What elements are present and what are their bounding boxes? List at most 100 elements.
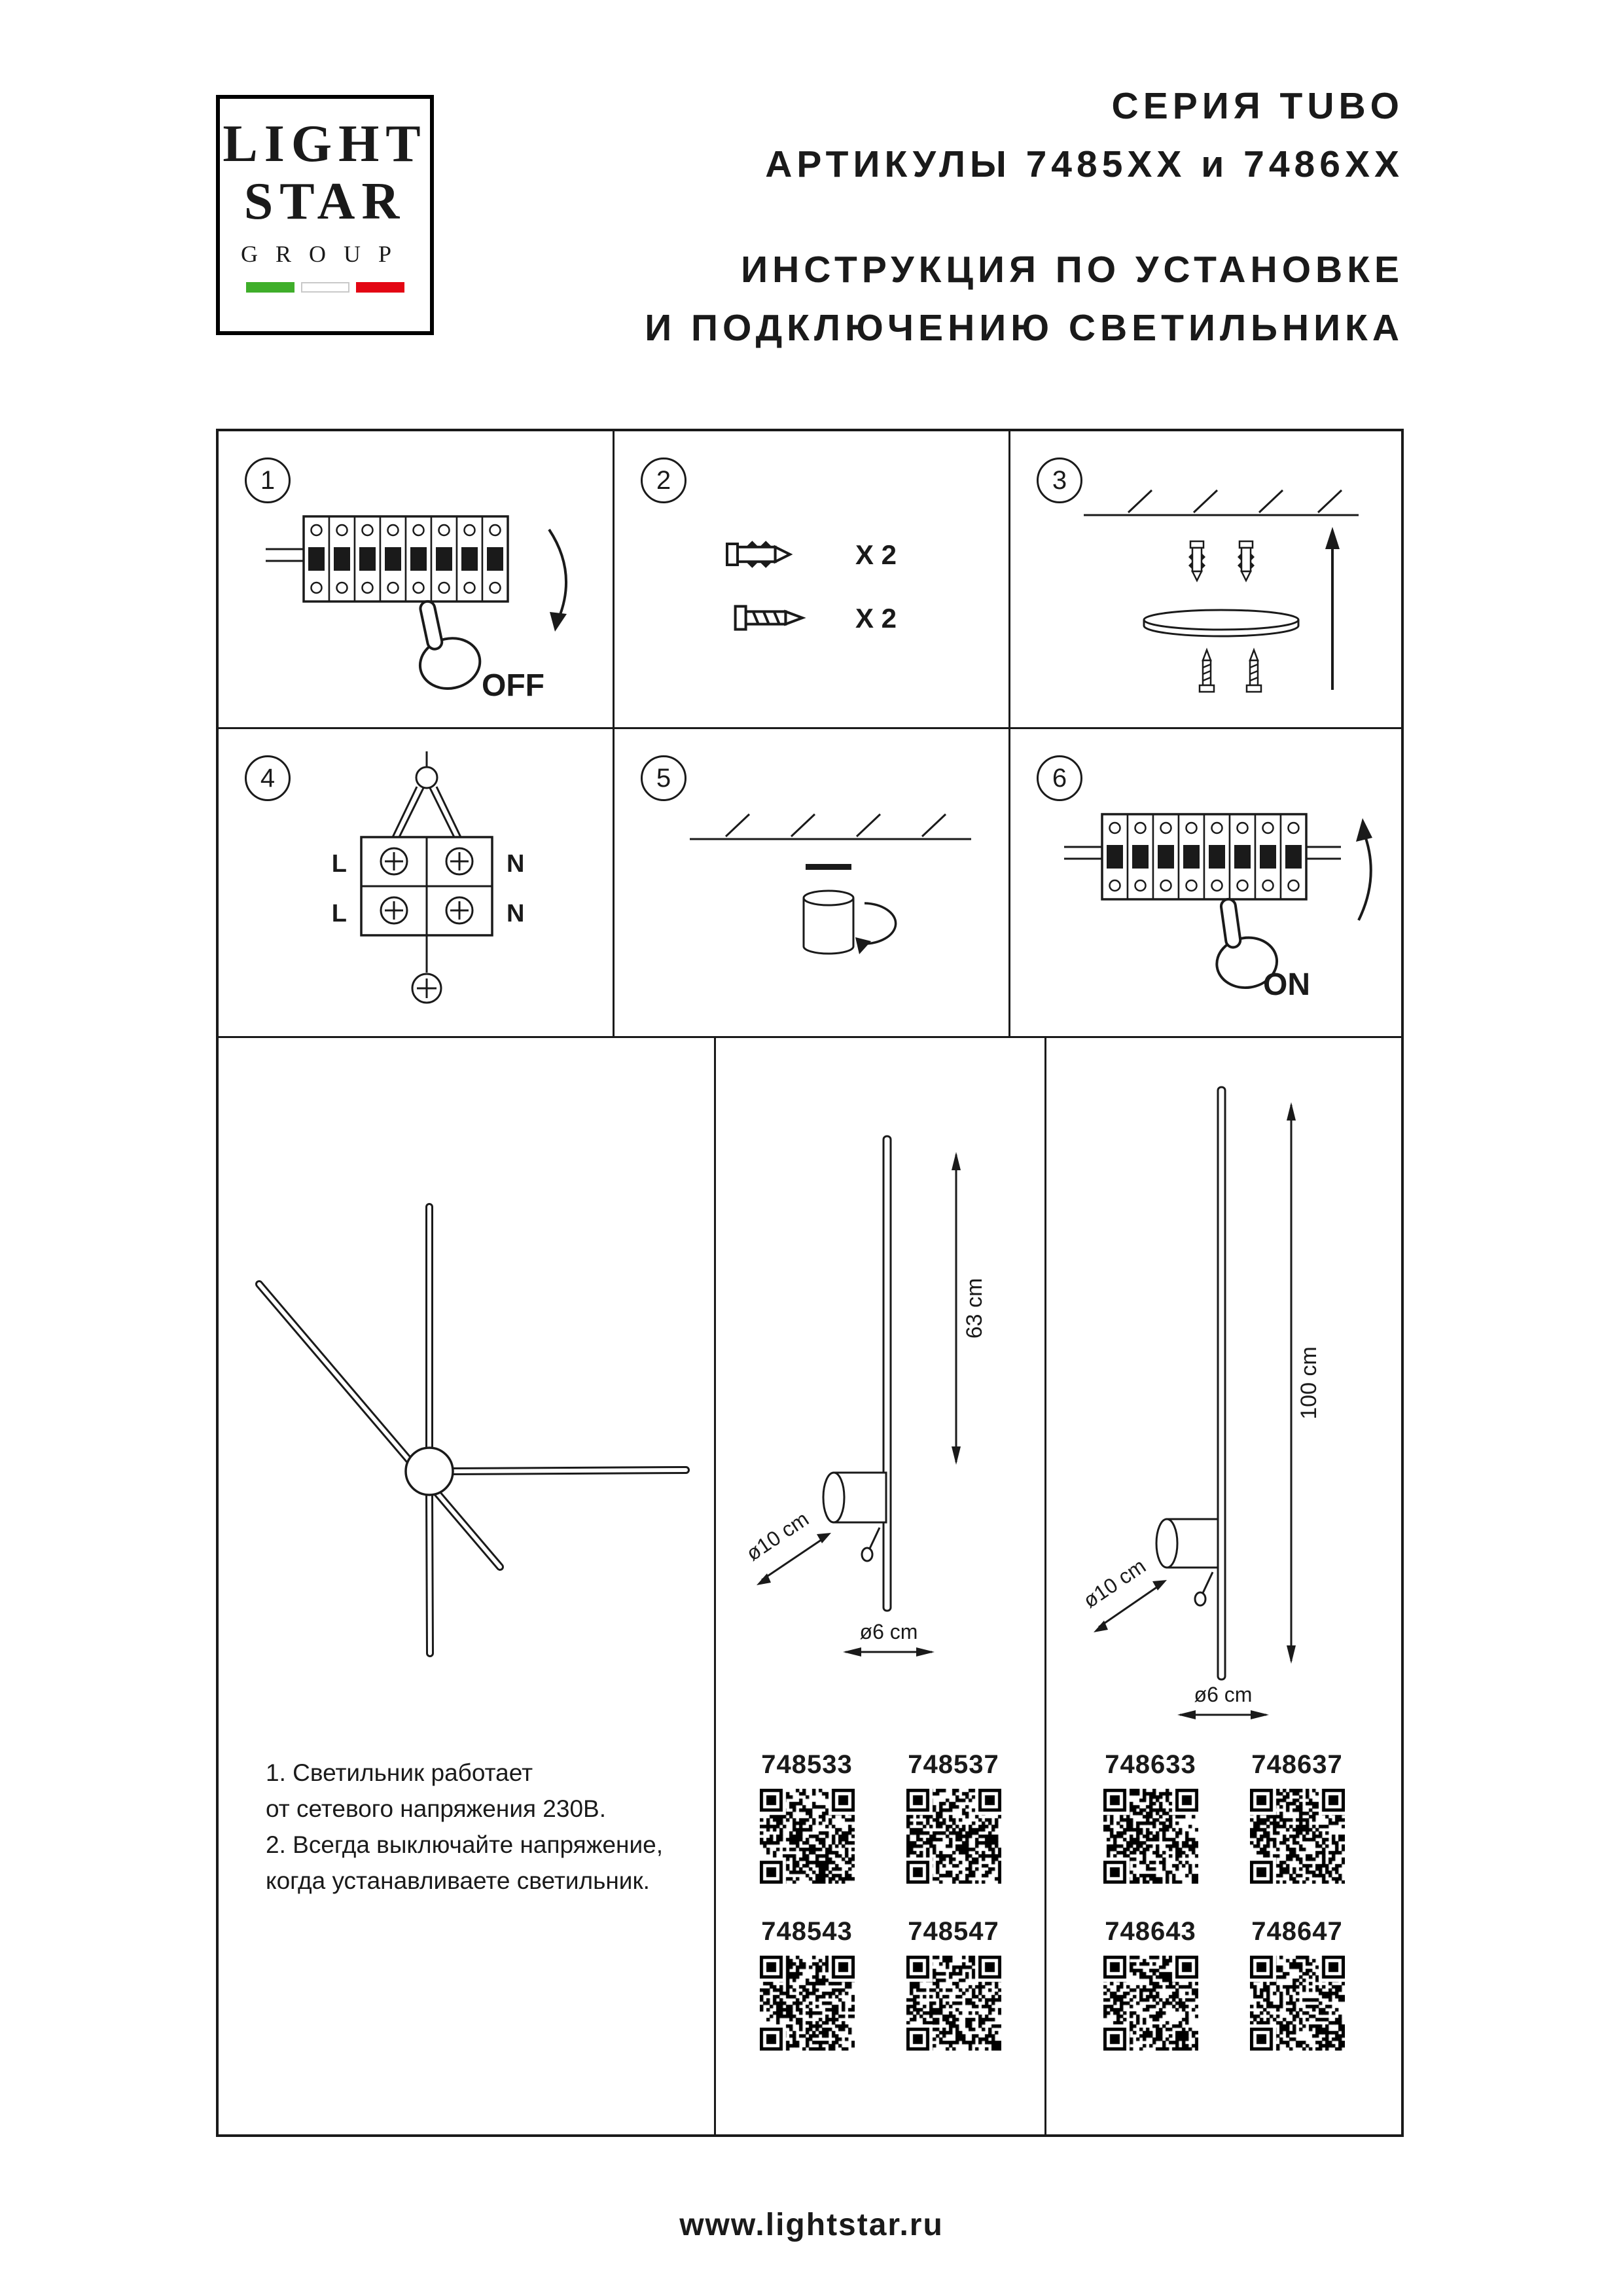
width-label: ø6 cm xyxy=(1194,1683,1253,1706)
article-number: 748633 xyxy=(1105,1750,1196,1779)
step-2-cell: 2 X 2 X 2 xyxy=(615,431,1010,729)
product-100-drawing: 100 cm ø10 cm ø6 cm xyxy=(1079,1086,1321,1719)
article-item: 748633 xyxy=(1088,1750,1213,1887)
logo-word-star: STAR xyxy=(243,173,406,230)
note-line-2: от сетевого напряжения 230В. xyxy=(266,1795,606,1822)
wall-mount-cylinder xyxy=(1155,1518,1219,1607)
wires xyxy=(266,548,304,562)
article-item: 748547 xyxy=(891,1917,1016,2054)
ceiling-hatch xyxy=(1084,489,1359,516)
ground-terminal xyxy=(411,935,442,1004)
up-arrowhead xyxy=(1356,818,1372,842)
instruction-title-line2: И ПОДКЛЮЧЕНИЮ СВЕТИЛЬНИКА xyxy=(645,307,1404,349)
qr-code xyxy=(1249,1956,1345,2051)
series-title: СЕРИЯ TUBO xyxy=(1111,85,1404,127)
down-arrow xyxy=(548,528,568,619)
qr-code xyxy=(1103,1956,1198,2051)
step-5-number: 5 xyxy=(641,755,687,801)
step-6-illustration: ON xyxy=(1064,729,1372,1002)
rotate-arrow xyxy=(855,902,897,954)
down-arrowhead xyxy=(550,612,567,632)
product-63-cell: 63 cm ø10 cm ø6 cm 7485 xyxy=(716,1038,1046,2134)
flag-green-block xyxy=(245,282,294,293)
step-4-number: 4 xyxy=(245,755,291,801)
qr-code xyxy=(1249,1789,1345,1884)
articles-row: 748543 748547 xyxy=(716,1917,1044,2054)
qr-code xyxy=(759,1789,855,1884)
article-number: 748647 xyxy=(1251,1917,1343,1946)
wall-dowel-icon xyxy=(1187,540,1207,582)
step-1-number: 1 xyxy=(245,457,291,503)
width-dimension: ø6 cm xyxy=(1177,1683,1269,1719)
height-label: 63 cm xyxy=(962,1278,987,1339)
dowel-quantity: X 2 xyxy=(855,539,897,570)
article-item: 748647 xyxy=(1235,1917,1359,2054)
articles-row: 748533 748537 xyxy=(716,1750,1044,1887)
article-item: 748537 xyxy=(891,1750,1016,1887)
height-dimension: 100 cm xyxy=(1287,1102,1321,1664)
height-dimension: 63 cm xyxy=(952,1152,987,1465)
articles-row: 748643 748647 xyxy=(1046,1917,1401,2054)
diameter-dimension: ø10 cm xyxy=(1079,1554,1167,1632)
product-100-cell: 100 cm ø10 cm ø6 cm 748 xyxy=(1046,1038,1401,2134)
screw-icon xyxy=(1245,649,1262,693)
note-line-3: 2. Всегда выключайте напряжение, xyxy=(266,1831,663,1858)
italian-flag-stripe xyxy=(220,282,430,293)
qr-code xyxy=(906,1789,1001,1884)
terminal-label-n-top: N xyxy=(507,850,524,878)
header-gap xyxy=(645,194,1404,241)
step-1-cell: 1 OFF xyxy=(219,431,615,729)
diameter-label: ø10 cm xyxy=(742,1507,813,1566)
step-4-illustration: L N L N xyxy=(332,751,524,1004)
ceiling-hatch xyxy=(690,813,971,840)
pointing-hand-icon xyxy=(405,592,486,696)
terminal-block xyxy=(360,836,493,937)
fixture-drawing xyxy=(255,1203,690,1657)
lightstar-logo: LIGHT STAR GROUP xyxy=(216,95,434,335)
article-number: 748643 xyxy=(1105,1917,1196,1946)
wire-junction xyxy=(415,766,438,789)
circuit-breaker xyxy=(304,516,508,601)
step-2-number: 2 xyxy=(641,457,687,503)
circuit-breaker xyxy=(1102,814,1306,899)
step-6-cell: 6 ON xyxy=(1010,729,1401,1038)
logo-word-group: GROUP xyxy=(240,241,410,267)
diameter-dimension: ø10 cm xyxy=(742,1507,831,1585)
mount-cylinder xyxy=(802,889,855,955)
supply-wires xyxy=(391,751,462,838)
wall-dowel-icon xyxy=(727,541,790,568)
fixture-overview-cell: 1. Светильник работает от сетевого напря… xyxy=(219,1038,716,2134)
article-item: 748637 xyxy=(1235,1750,1359,1887)
step-3-cell: 3 xyxy=(1010,431,1401,729)
off-label: OFF xyxy=(482,668,544,703)
mounting-canopy xyxy=(1143,609,1300,637)
step-5-cell: 5 xyxy=(615,729,1010,1038)
step-4-cell: 4 xyxy=(219,729,615,1038)
up-arrow xyxy=(1325,527,1340,690)
screw-icon xyxy=(1198,649,1215,693)
terminal-label-n-bottom: N xyxy=(507,900,524,927)
instruction-title-line1: ИНСТРУКЦИЯ ПО УСТАНОВКЕ xyxy=(741,249,1404,291)
fixture-tubes xyxy=(255,1203,690,1657)
qr-code xyxy=(1103,1789,1198,1884)
article-number: 748537 xyxy=(908,1750,999,1779)
width-dimension: ø6 cm xyxy=(843,1620,935,1657)
mounting-bar xyxy=(806,864,851,870)
step-3-number: 3 xyxy=(1037,457,1082,503)
height-label: 100 cm xyxy=(1296,1346,1321,1420)
screw-icon xyxy=(736,606,802,629)
flag-red-block xyxy=(355,282,404,293)
article-item: 748533 xyxy=(745,1750,869,1887)
articles-63: 748533 748537 748543 748547 xyxy=(716,1750,1044,2084)
logo-word-light: LIGHT xyxy=(223,115,427,173)
terminal-label-l-top: L xyxy=(332,850,347,878)
instruction-grid: 1 OFF 2 X 2 X 2 xyxy=(216,429,1404,2137)
articles-100: 748633 748637 748643 748647 xyxy=(1046,1750,1401,2084)
qr-code xyxy=(759,1956,855,2051)
articles-title: АРТИКУЛЫ 7485XX и 7486XX xyxy=(765,143,1404,185)
step-6-number: 6 xyxy=(1037,755,1082,801)
qr-code xyxy=(906,1956,1001,2051)
on-label: ON xyxy=(1263,967,1310,1002)
step-2-illustration: X 2 X 2 xyxy=(615,539,897,634)
wall-dowel-icon xyxy=(1236,540,1256,582)
